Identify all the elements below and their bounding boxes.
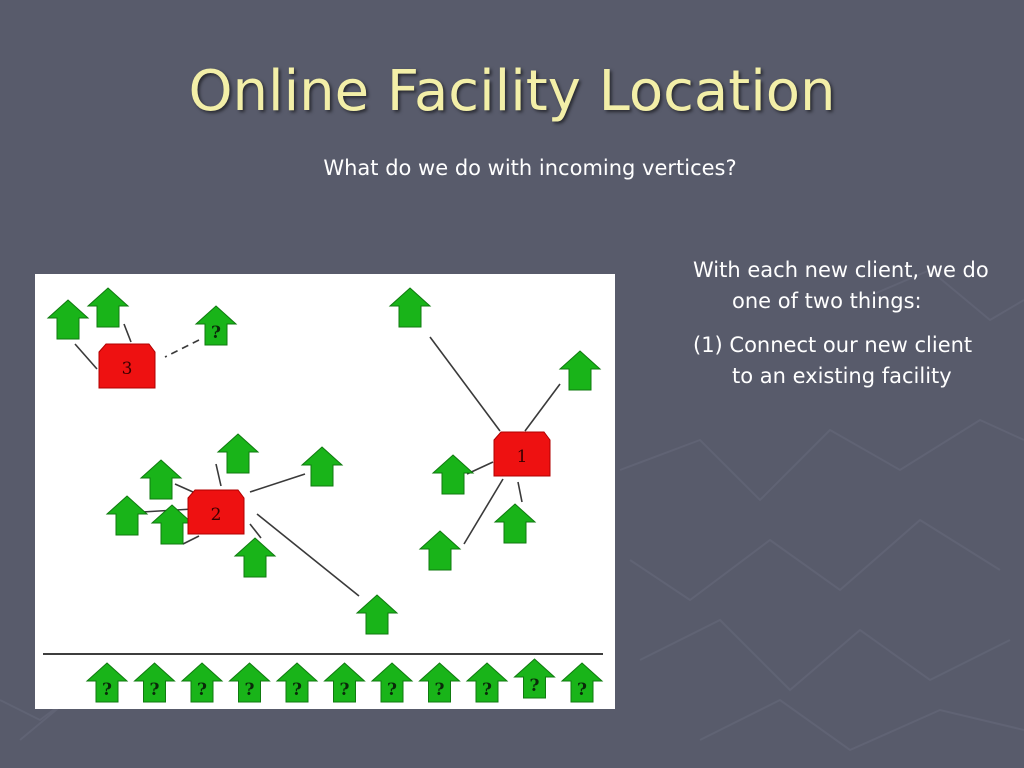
client-house-icon xyxy=(86,287,130,328)
edge xyxy=(463,478,504,545)
incoming-client-icon: ? xyxy=(133,662,176,703)
bullet-item: With each new client, we do one of two t… xyxy=(693,258,989,313)
incoming-client-icon: ? xyxy=(275,662,319,703)
client-house-icon xyxy=(105,495,149,536)
edge xyxy=(249,523,262,539)
client-house-icon xyxy=(388,287,432,328)
incoming-client-icon: ? xyxy=(85,662,129,703)
client-house-icon xyxy=(493,503,537,544)
incoming-client-icon: ? xyxy=(180,662,224,703)
pending-label: ? xyxy=(150,680,160,700)
pending-label: ? xyxy=(530,676,540,696)
client-house-icon xyxy=(355,594,399,635)
diagram-canvas: ? 3 2 1 ??????????? xyxy=(43,287,604,703)
edge xyxy=(429,336,501,432)
bullet-item: (1) Connect our new client to an existin… xyxy=(693,333,973,388)
edge xyxy=(164,339,200,358)
incoming-client-icon: ? xyxy=(194,305,238,346)
facility-label: 2 xyxy=(211,505,222,525)
pending-label: ? xyxy=(211,323,221,343)
client-house-icon xyxy=(431,454,475,495)
incoming-client-icon: ? xyxy=(560,662,604,703)
client-house-icon xyxy=(558,350,602,391)
edge xyxy=(256,513,360,597)
client-house-icon xyxy=(233,537,277,578)
pending-label: ? xyxy=(292,680,302,700)
pending-label: ? xyxy=(577,680,587,700)
facility-location-diagram: ? 3 2 1 ??????????? xyxy=(35,274,615,709)
incoming-client-icon: ? xyxy=(323,662,366,703)
facility-1-icon: 1 xyxy=(493,431,551,477)
incoming-client-icon: ? xyxy=(465,662,509,703)
edge xyxy=(524,383,561,432)
pending-label: ? xyxy=(197,680,207,700)
incoming-client-icon: ? xyxy=(513,658,556,699)
edge xyxy=(174,483,194,493)
slide-title: Online Facility Location xyxy=(188,59,836,124)
incoming-client-icon: ? xyxy=(370,662,414,703)
client-house-icon xyxy=(139,459,183,500)
pending-label: ? xyxy=(387,680,397,700)
edge xyxy=(74,343,98,370)
client-house-icon xyxy=(300,446,344,487)
edge xyxy=(249,473,306,493)
incoming-client-icon: ? xyxy=(228,662,271,703)
incoming-client-icon: ? xyxy=(418,662,461,703)
facility-3-icon: 3 xyxy=(98,343,156,389)
pending-label: ? xyxy=(102,680,112,700)
edge xyxy=(182,535,200,545)
slide-subtitle: What do we do with incoming vertices? xyxy=(323,156,737,180)
client-house-icon xyxy=(216,433,260,474)
pending-label: ? xyxy=(482,680,492,700)
facility-label: 1 xyxy=(517,447,528,467)
edge xyxy=(123,323,132,343)
facility-2-icon: 2 xyxy=(187,489,245,535)
bullet-list: With each new client, we do one of two t… xyxy=(693,255,993,405)
client-house-icon xyxy=(46,299,90,340)
pending-label: ? xyxy=(340,680,350,700)
edge xyxy=(517,481,523,503)
edge xyxy=(215,463,222,487)
facility-label: 3 xyxy=(122,359,133,379)
client-house-icon xyxy=(418,530,462,571)
pending-label: ? xyxy=(245,680,255,700)
pending-label: ? xyxy=(435,680,445,700)
